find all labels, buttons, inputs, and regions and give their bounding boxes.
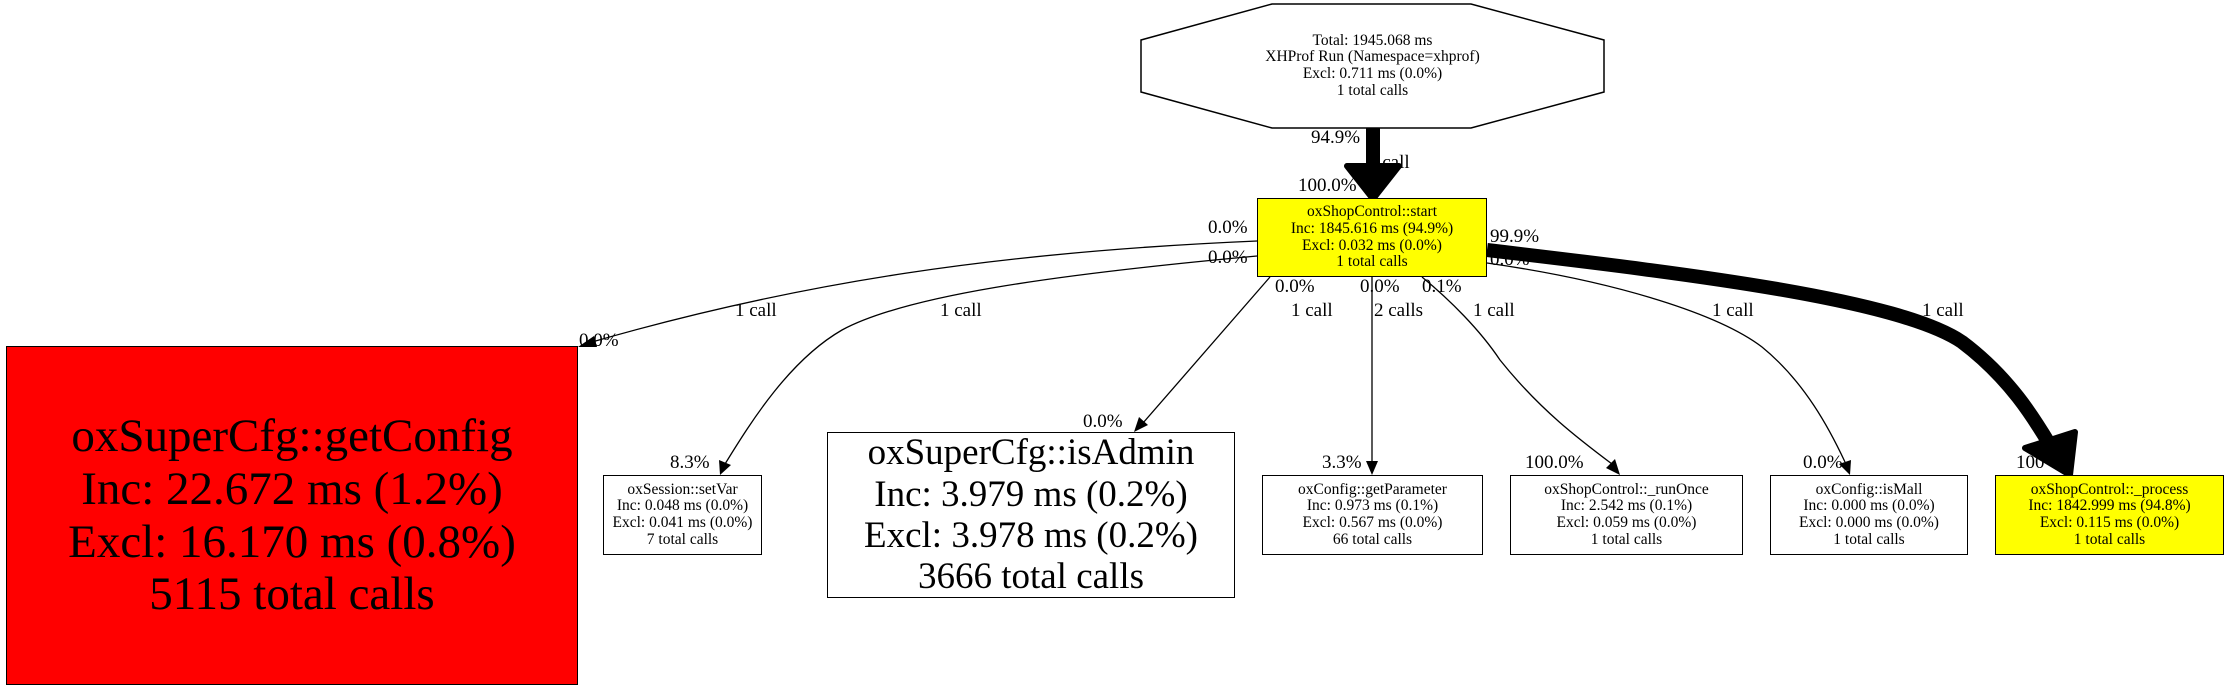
edge-label-dst-pct: 100 [2016,452,2045,473]
edge-start-ismall-arrowhead [1839,460,1851,475]
node-calls: 1 total calls [1833,530,1905,548]
node-name: oxSession::setVar [627,480,738,498]
edge-label-dst-pct: 0.0% [1803,452,1843,473]
edge-label-calls: 2 calls [1374,300,1424,321]
node-oxconfig-getparameter[interactable]: oxConfig::getParameter Inc: 0.973 ms (0.… [1262,475,1483,555]
edge-start-getparameter-arrowhead [1366,461,1378,475]
node-name: oxShopControl::_process [2030,480,2189,498]
node-name: oxConfig::isMall [1815,480,1923,498]
edge-label-dst-pct: 0.0% [1083,411,1123,432]
node-calls: 7 total calls [646,530,719,548]
edge-label-src-pct: 99.9% [1490,226,1540,247]
edge-label-dst-pct: 3.3% [1322,452,1362,473]
node-excl: Excl: 0.041 ms (0.0%) [612,514,753,531]
edge-label-calls: 1 call [1922,300,1964,321]
node-name: oxShopControl::start [1306,203,1438,221]
node-calls: 5115 total calls [149,568,435,621]
node-excl: Excl: 0.567 ms (0.0%) [1302,514,1443,531]
node-inc: Inc: 3.979 ms (0.2%) [874,473,1188,515]
root-node-shape [1140,3,1605,129]
node-name: oxShopControl::_runOnce [1544,480,1709,498]
node-excl: Excl: 0.115 ms (0.0%) [2039,514,2180,531]
edge-start-getconfig [591,240,1258,343]
edge-label-calls: 1 call [1291,300,1333,321]
edge-label-src-pct: 0.0% [1360,276,1400,297]
edge-label-src-pct: 0.0% [1490,249,1530,270]
node-inc: Inc: 0.048 ms (0.0%) [616,497,749,515]
node-inc: Inc: 22.672 ms (1.2%) [81,462,503,515]
node-inc: Inc: 2.542 ms (0.1%) [1560,497,1693,515]
edge-label-src-pct: 0.1% [1422,276,1462,297]
edge-start-runonce-arrowhead [1606,459,1620,475]
root-run: XHProf Run (Namespace=xhprof) [1265,48,1480,66]
node-oxsupercfg-getconfig[interactable]: oxSuperCfg::getConfig Inc: 22.672 ms (1.… [6,346,578,685]
edge-start-isadmin [1142,276,1271,424]
node-excl: Excl: 3.978 ms (0.2%) [864,515,1198,556]
node-excl: Excl: 0.059 ms (0.0%) [1556,514,1697,531]
edge-label-calls: 1 call [1368,152,1410,173]
edge-start-getconfig-arrowhead [578,336,597,347]
node-inc: Inc: 1842.999 ms (94.8%) [2028,497,2191,515]
edge-start-isadmin-arrowhead [1134,417,1148,432]
edge-start-runonce [1421,276,1613,465]
node-name: oxConfig::getParameter [1298,480,1447,498]
edge-label-src-pct: 94.9% [1311,127,1361,148]
root-node[interactable]: Total: 1945.068 ms XHProf Run (Namespace… [1141,4,1604,128]
edge-label-calls: 1 call [735,300,777,321]
node-inc: Inc: 0.000 ms (0.0%) [1803,497,1935,515]
edge-label-dst-pct: 100.0% [1525,452,1584,473]
edge-start-setvar-arrowhead [719,460,731,475]
node-inc: Inc: 0.973 ms (0.1%) [1306,497,1439,515]
node-oxconfig-ismall[interactable]: oxConfig::isMall Inc: 0.000 ms (0.0%) Ex… [1770,475,1968,555]
root-total: Total: 1945.068 ms [1312,31,1433,49]
node-excl: Excl: 16.170 ms (0.8%) [68,515,516,568]
edge-label-calls: 1 call [940,300,982,321]
edge-label-calls: 1 call [1473,300,1515,321]
edge-start-process-arrowhead [2022,429,2078,478]
node-oxsupercfg-isadmin[interactable]: oxSuperCfg::isAdmin Inc: 3.979 ms (0.2%)… [827,432,1235,598]
node-oxshopcontrol-runonce[interactable]: oxShopControl::_runOnce Inc: 2.542 ms (0… [1510,475,1743,555]
root-calls: 1 total calls [1336,81,1409,99]
edge-label-dst-pct: 8.3% [670,452,710,473]
node-calls: 1 total calls [1336,253,1408,271]
edge-label-src-pct: 0.0% [1275,276,1315,297]
node-oxshopcontrol-process[interactable]: oxShopControl::_process Inc: 1842.999 ms… [1995,475,2224,555]
edge-label-src-pct: 0.0% [1208,247,1248,268]
edge-label-src-pct: 0.0% [1208,217,1248,238]
edge-start-setvar [724,255,1258,465]
node-calls: 3666 total calls [917,556,1145,598]
node-inc: Inc: 1845.616 ms (94.9%) [1290,219,1454,237]
edge-label-dst-pct: 100.0% [1298,175,1357,196]
edge-label-calls: 1 call [1712,300,1754,321]
node-excl: Excl: 0.032 ms (0.0%) [1302,236,1442,254]
node-oxsession-setvar[interactable]: oxSession::setVar Inc: 0.048 ms (0.0%) E… [603,475,762,555]
node-calls: 1 total calls [2073,530,2146,548]
edge-start-process [1486,243,2057,449]
node-name: oxSuperCfg::getConfig [71,410,513,463]
edge-start-ismall [1486,262,1846,463]
node-excl: Excl: 0.000 ms (0.0%) [1799,514,1939,531]
edge-label-dst-pct: 0.0% [579,330,619,351]
node-name: oxSuperCfg::isAdmin [867,432,1195,474]
root-excl: Excl: 0.711 ms (0.0%) [1302,65,1443,82]
node-oxshopcontrol-start[interactable]: oxShopControl::start Inc: 1845.616 ms (9… [1257,198,1487,277]
node-calls: 66 total calls [1332,530,1413,548]
edge-root-start-arrowhead [1344,163,1402,202]
node-calls: 1 total calls [1590,530,1663,548]
